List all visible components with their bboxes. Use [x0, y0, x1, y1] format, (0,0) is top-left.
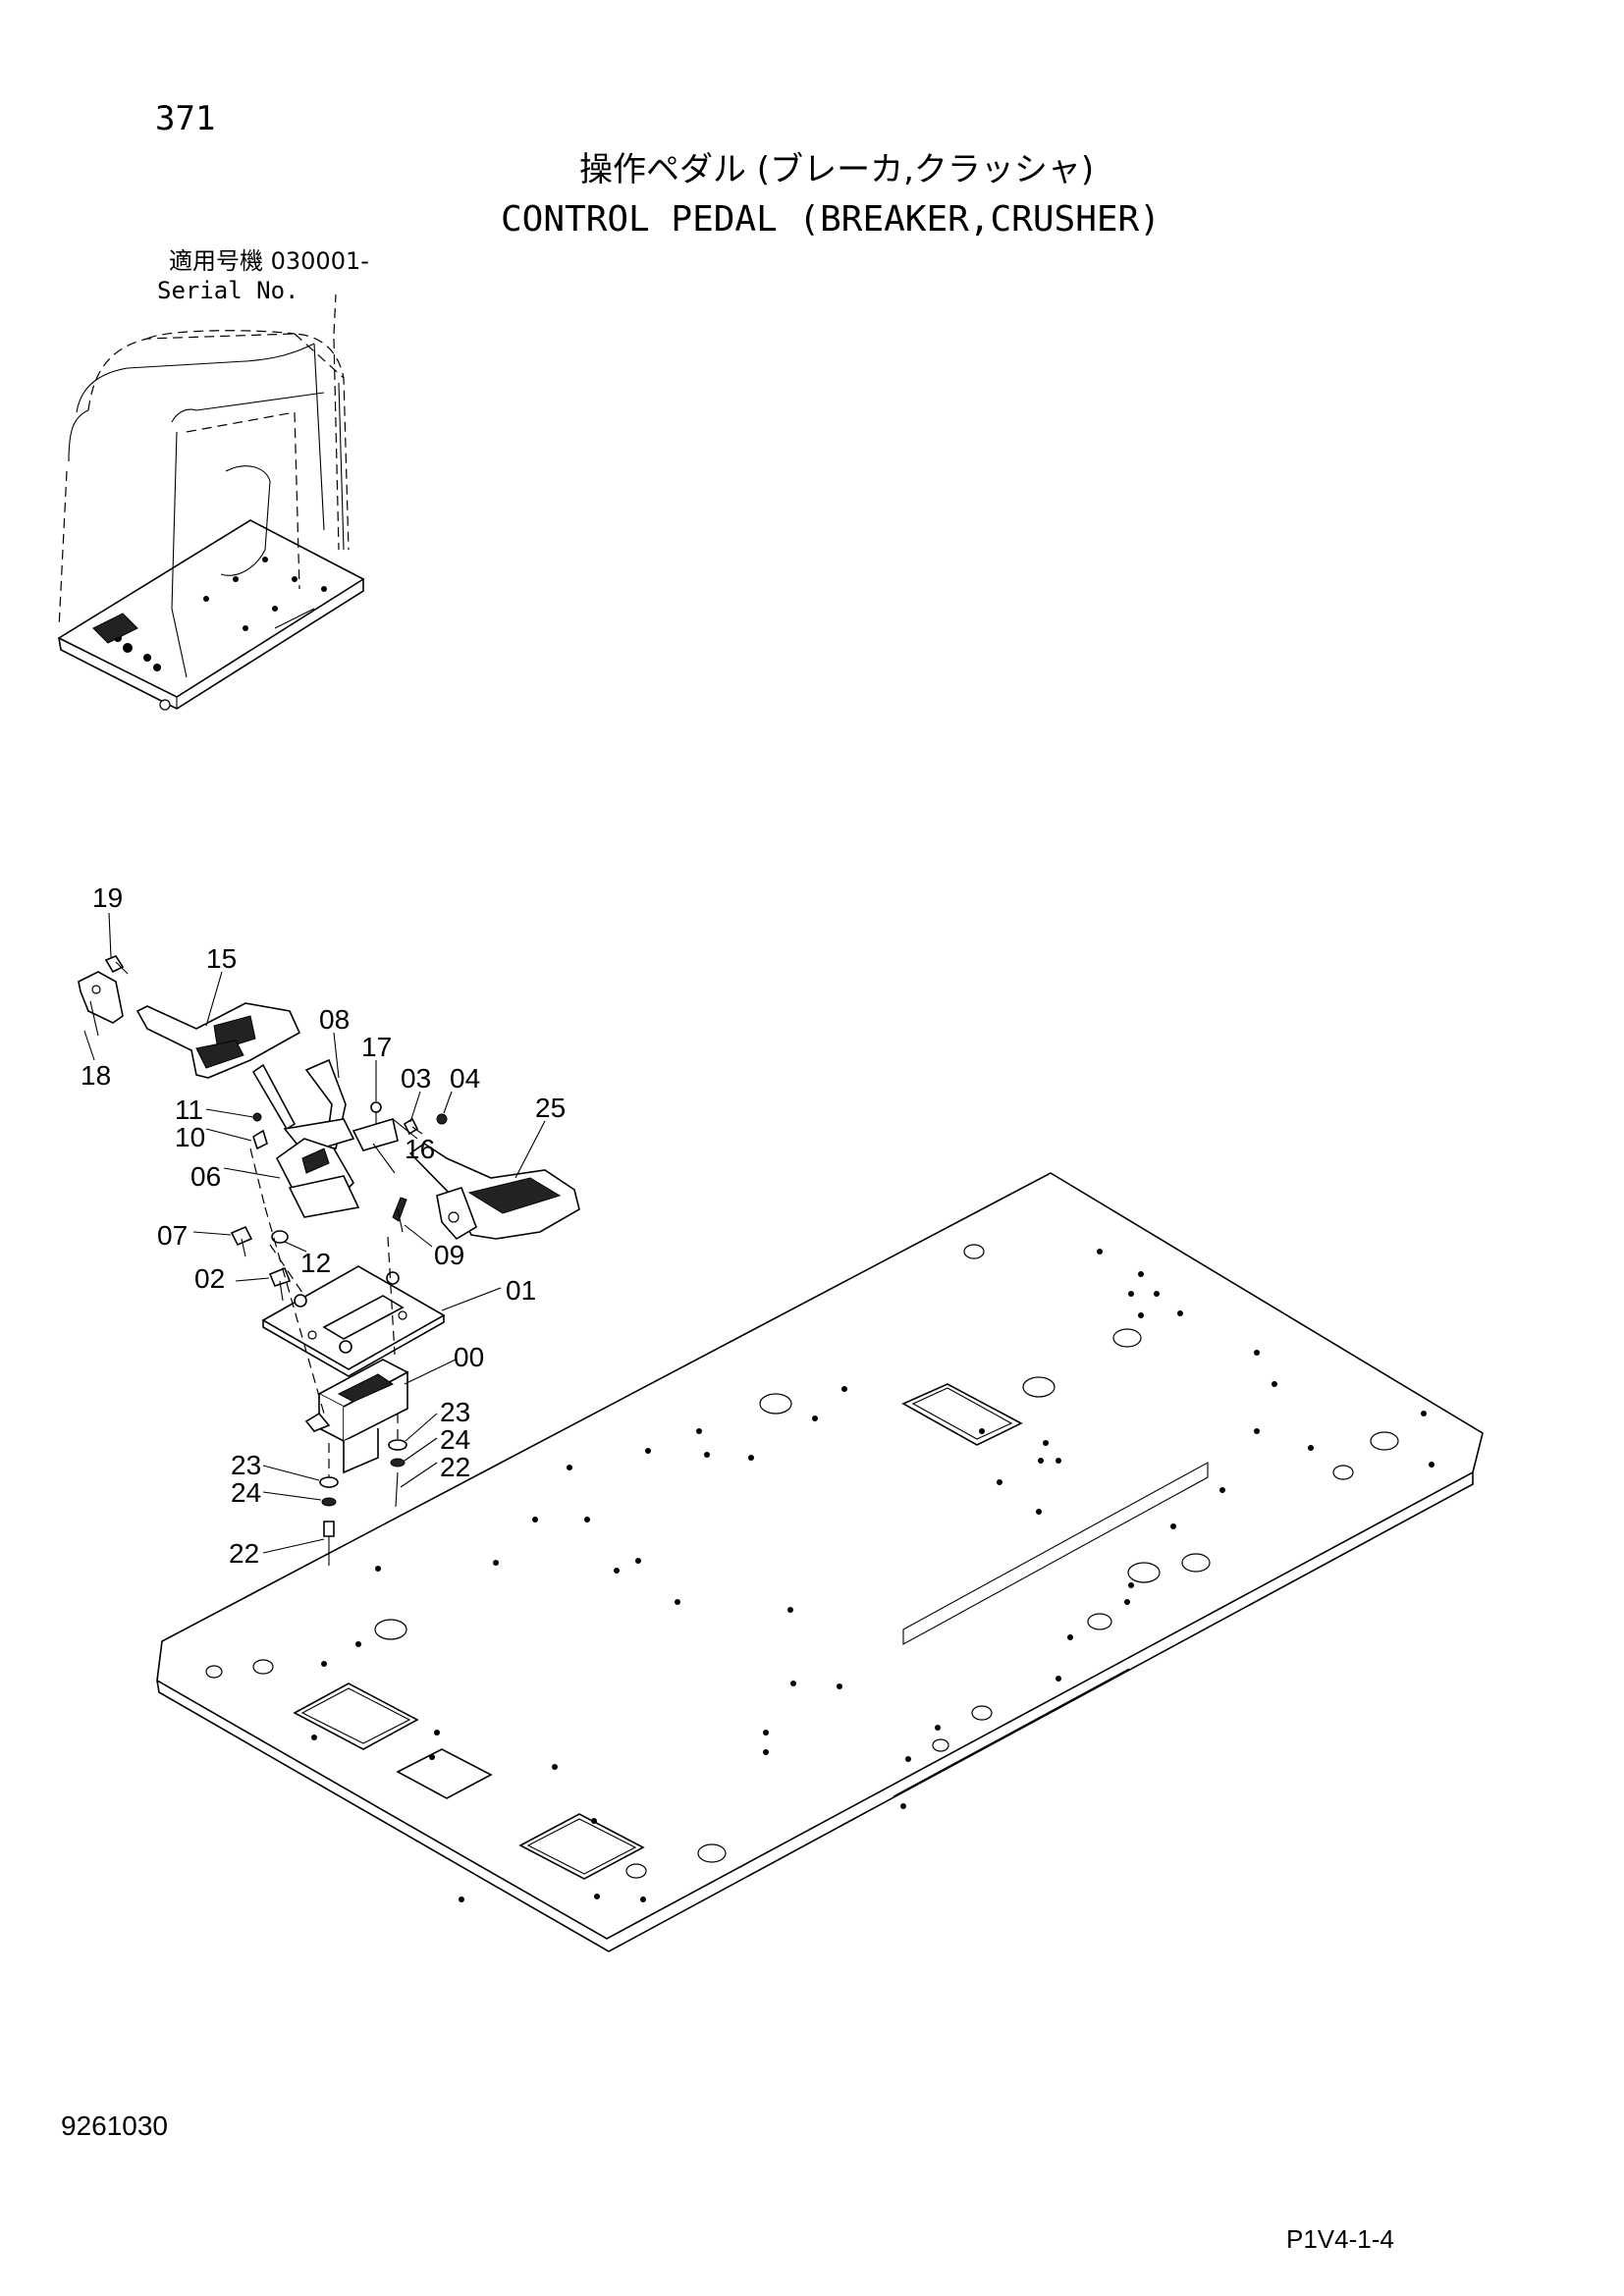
callout-19: 19 — [92, 882, 123, 913]
callout-23-right: 23 — [440, 1397, 470, 1427]
document-number: 9261030 — [61, 2110, 169, 2141]
callout-16: 16 — [405, 1134, 435, 1164]
floor-plate — [156, 1172, 1484, 1952]
callout-24-left: 24 — [231, 1477, 261, 1508]
callout-23-left: 23 — [231, 1450, 261, 1480]
serial-label-english: Serial No. — [157, 277, 299, 304]
callout-06: 06 — [190, 1161, 221, 1192]
callout-17: 17 — [361, 1032, 392, 1062]
callout-00: 00 — [454, 1342, 484, 1372]
callout-10: 10 — [175, 1122, 205, 1152]
callout-24-right: 24 — [440, 1424, 470, 1455]
callout-22-right: 22 — [440, 1452, 470, 1482]
page-number: 371 — [155, 99, 216, 138]
callout-25: 25 — [535, 1093, 566, 1123]
callout-labels: 19 15 18 08 17 03 04 25 11 10 06 16 07 1… — [81, 882, 566, 1569]
serial-label-japanese: 適用号機 030001- — [169, 247, 369, 275]
leader-lines — [83, 912, 546, 1554]
callout-11: 11 — [175, 1095, 203, 1125]
title-english: CONTROL PEDAL (BREAKER,CRUSHER) — [501, 199, 1161, 240]
callout-09: 09 — [434, 1240, 464, 1270]
page-reference: P1V4-1-4 — [1286, 2224, 1394, 2254]
callout-15: 15 — [206, 943, 237, 974]
title-japanese: 操作ペダル (ブレーカ,クラッシャ) — [579, 150, 1095, 189]
pedal-assembly — [78, 955, 580, 1566]
callout-03: 03 — [401, 1063, 431, 1094]
cab-overview-illustration — [57, 294, 365, 711]
callout-12: 12 — [300, 1248, 331, 1278]
callout-22-left: 22 — [229, 1538, 259, 1569]
callout-01: 01 — [506, 1275, 536, 1306]
callout-08: 08 — [319, 1004, 350, 1035]
callout-07: 07 — [157, 1220, 188, 1251]
callout-04: 04 — [450, 1063, 480, 1094]
callout-02: 02 — [194, 1263, 225, 1294]
callout-18: 18 — [81, 1060, 111, 1091]
